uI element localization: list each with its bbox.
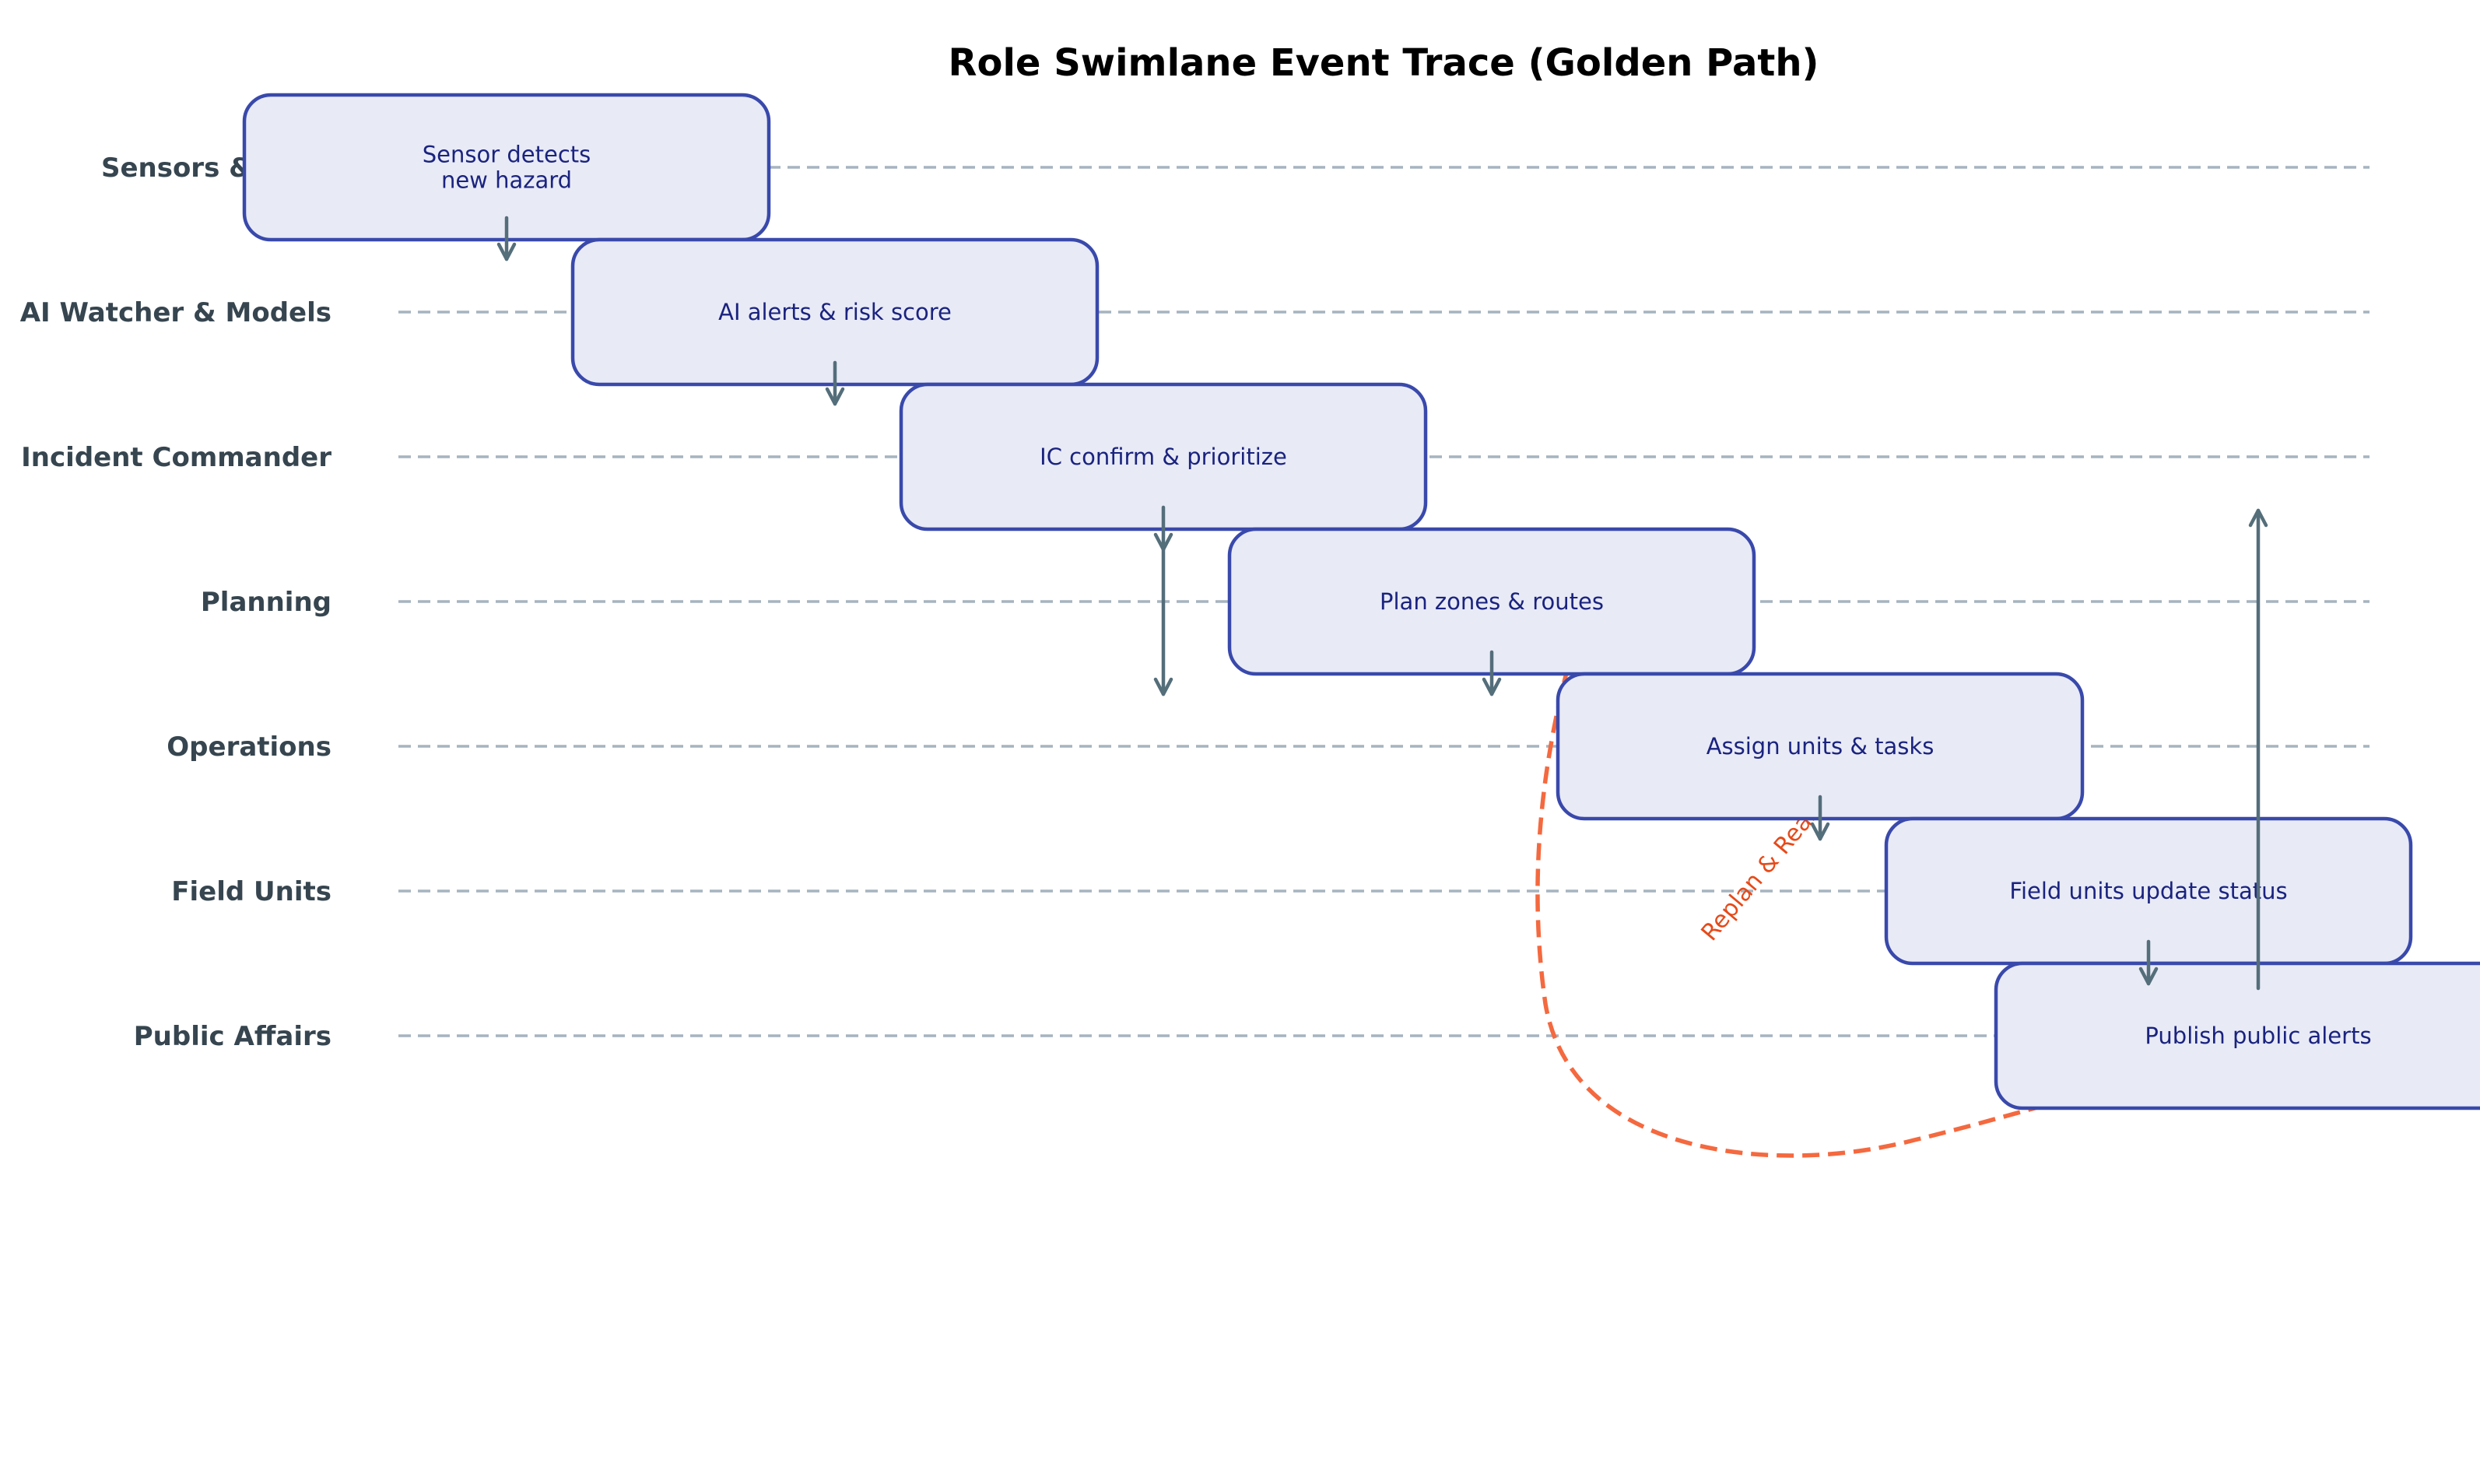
step-label: Plan zones & routes bbox=[1380, 588, 1604, 615]
flow-arrows bbox=[496, 216, 2268, 991]
flow-arrow bbox=[2248, 508, 2268, 991]
lane-label: AI Watcher & Models bbox=[20, 297, 331, 328]
lane-label: Field Units bbox=[171, 876, 331, 907]
step-box: Assign units & tasks bbox=[1556, 672, 2085, 821]
step-label: Field units update status bbox=[2009, 878, 2287, 904]
diagram-title: Role Swimlane Event Trace (Golden Path) bbox=[949, 41, 1819, 85]
flow-arrow bbox=[2138, 939, 2159, 986]
step-label: IC confirm & prioritize bbox=[1040, 444, 1287, 470]
lane-label: Operations bbox=[167, 731, 331, 763]
lane-label: Planning bbox=[201, 587, 331, 618]
step-label: AI alerts & risk score bbox=[718, 299, 952, 325]
step-label: Assign units & tasks bbox=[1707, 733, 1935, 760]
step-label: Publish public alerts bbox=[2145, 1023, 2371, 1049]
step-label: new hazard bbox=[441, 167, 572, 194]
flow-arrow bbox=[496, 216, 517, 261]
replan-loop-path bbox=[1535, 567, 2146, 1158]
step-box: IC confirm & prioritize bbox=[899, 382, 1428, 532]
step-label: Sensor detects bbox=[423, 142, 591, 168]
flow-arrow bbox=[1810, 795, 1830, 841]
step-box: Publish public alerts bbox=[1994, 961, 2480, 1110]
flow-arrow bbox=[1153, 547, 1173, 696]
lane-label: Public Affairs bbox=[134, 1021, 331, 1052]
flow-arrow bbox=[1482, 650, 1502, 696]
step-box: Plan zones & routes bbox=[1227, 527, 1756, 676]
flow-arrow bbox=[825, 360, 845, 406]
lane-label: Incident Commander bbox=[21, 442, 331, 473]
